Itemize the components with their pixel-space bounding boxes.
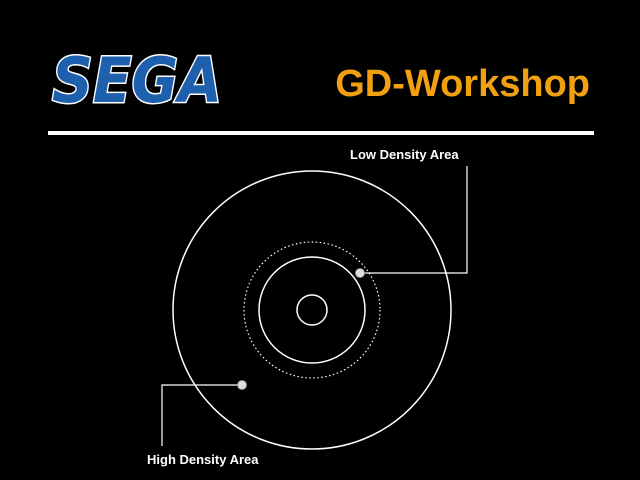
low-density-ring xyxy=(258,256,366,364)
low-density-boundary-dotted xyxy=(243,241,381,379)
center-hole xyxy=(296,294,328,326)
page-title: GD-Workshop xyxy=(335,63,590,105)
low-density-label: Low Density Area xyxy=(350,147,459,162)
header-divider xyxy=(48,131,594,135)
high-density-label: High Density Area xyxy=(147,452,259,467)
high-density-marker xyxy=(237,380,247,390)
high-density-leader-line xyxy=(161,384,242,446)
sega-logo-text: SEGA xyxy=(52,50,222,108)
disc-outer-edge xyxy=(172,170,452,450)
low-density-leader-line xyxy=(360,166,468,274)
sega-logo: SEGA xyxy=(51,50,224,108)
low-density-marker xyxy=(355,268,365,278)
